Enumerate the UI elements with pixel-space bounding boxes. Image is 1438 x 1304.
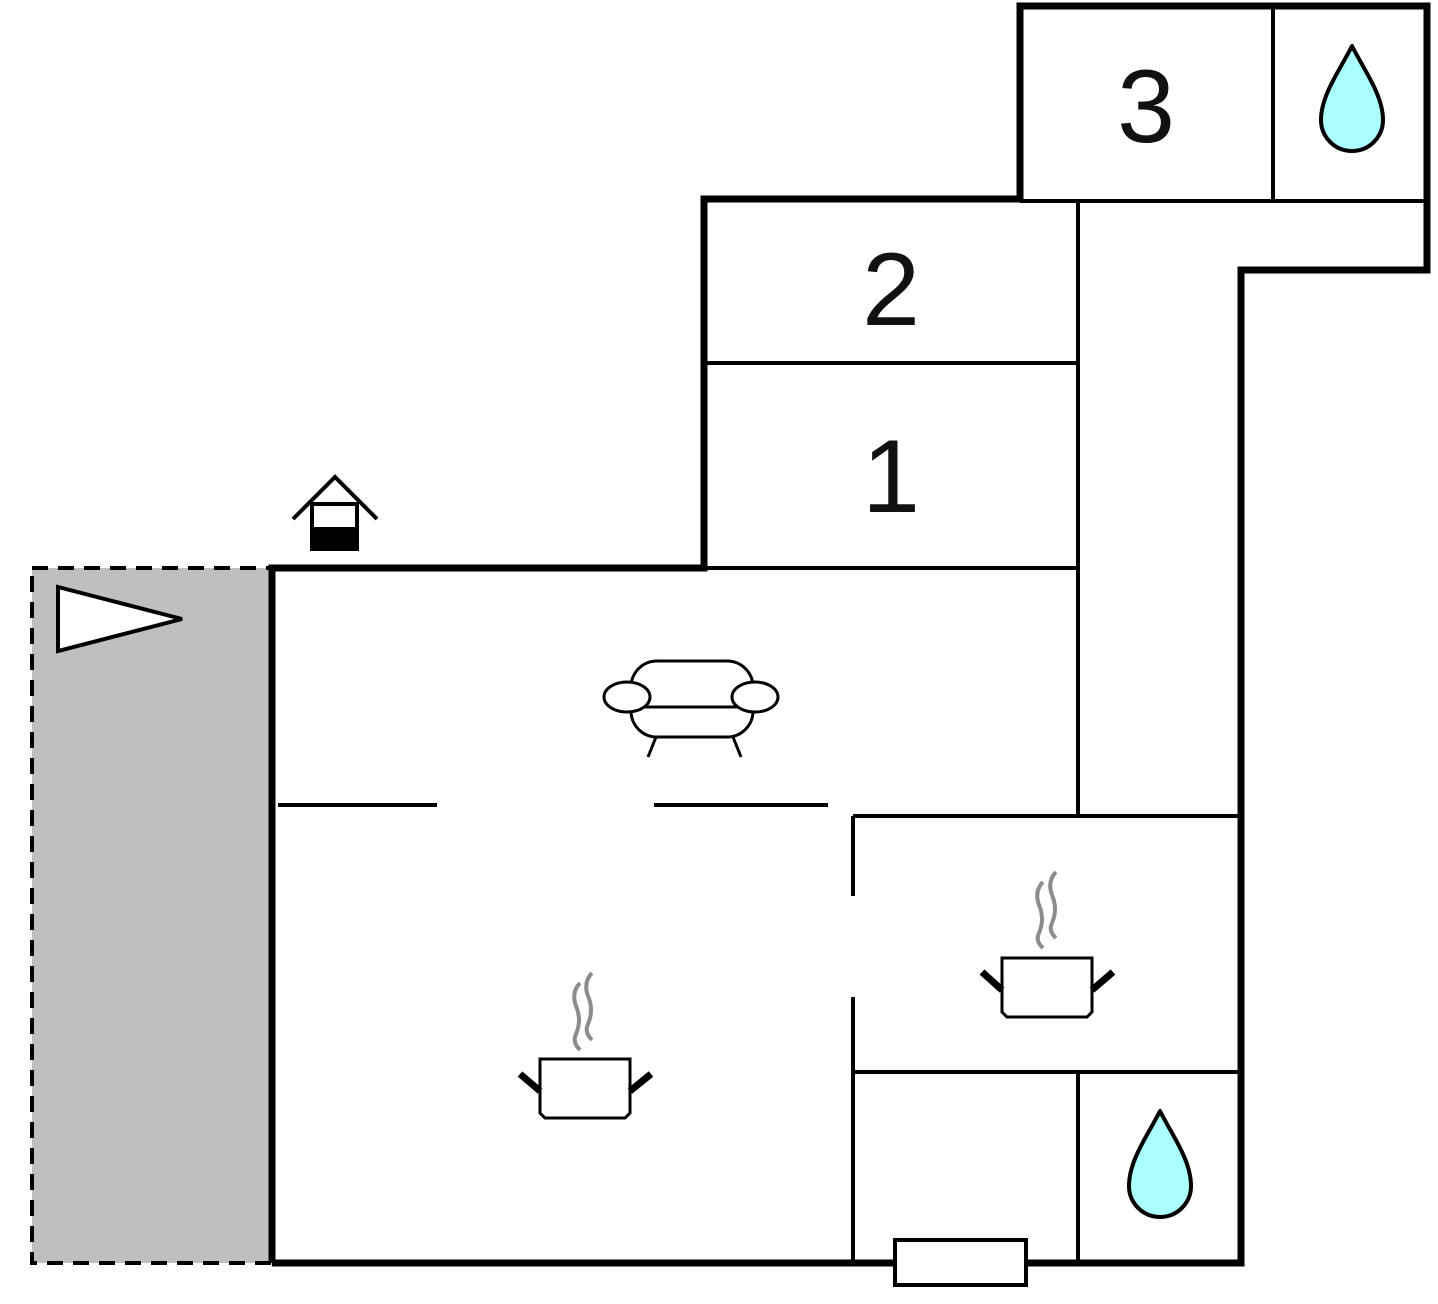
water-drop-icon: [1319, 44, 1385, 153]
cooking-pot-icon: [979, 870, 1116, 1019]
room-label-3: 3: [1117, 49, 1175, 165]
water-drop-icon: [1127, 1109, 1193, 1219]
room-label-1: 1: [862, 419, 920, 535]
cooking-pot-icon: [517, 971, 654, 1120]
interior-walls: [278, 6, 1427, 1263]
outer-wall: [268, 2, 1431, 1267]
terrace-area: [30, 566, 274, 1265]
window-icon: [893, 1238, 1028, 1287]
house-entrance-icon: [291, 474, 379, 551]
sofa-icon: [602, 659, 780, 758]
pennant-flag-icon: [56, 584, 183, 654]
room-label-2: 2: [862, 232, 920, 348]
